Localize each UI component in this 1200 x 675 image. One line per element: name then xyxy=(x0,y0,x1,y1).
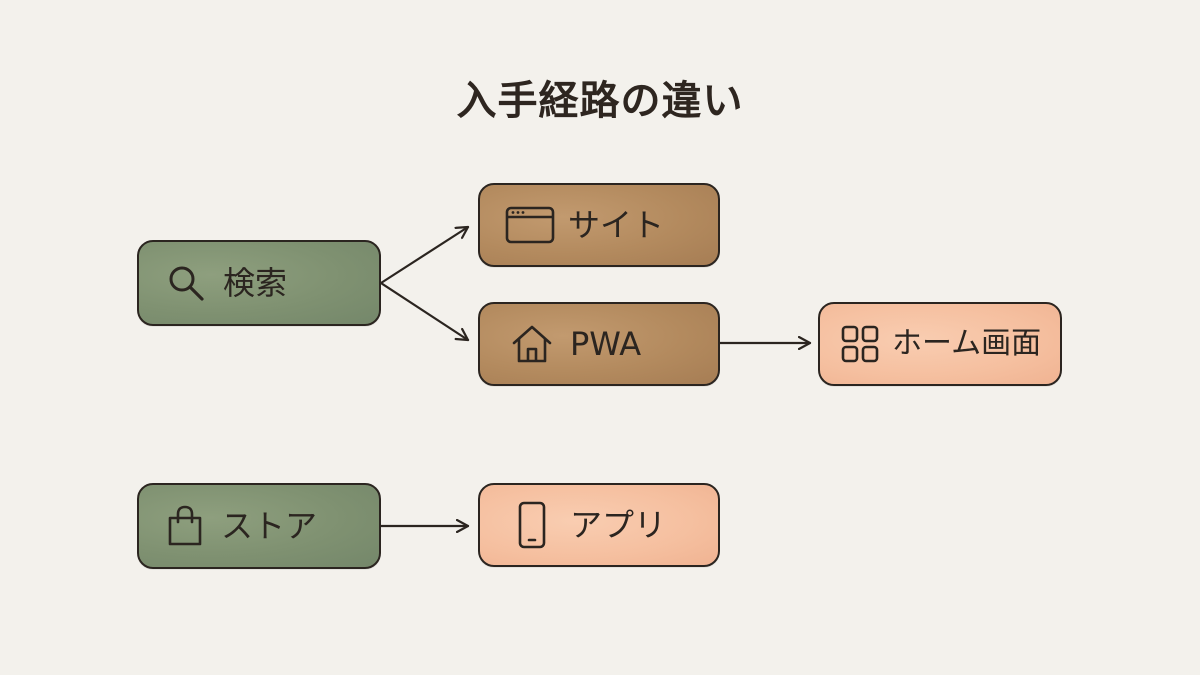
node-site: サイト xyxy=(478,183,720,267)
arrow-search-to-pwa xyxy=(379,281,470,342)
node-store: ストア xyxy=(137,483,381,569)
node-app: アプリ xyxy=(478,483,720,567)
node-home-screen-label: ホーム画面 xyxy=(892,326,1042,361)
node-pwa: PWA xyxy=(478,302,720,386)
node-search-label: 検索 xyxy=(223,264,288,302)
diagram-title: 入手経路の違い xyxy=(456,78,744,124)
node-app-label: アプリ xyxy=(570,506,667,544)
node-home-screen: ホーム画面 xyxy=(818,302,1062,386)
search-icon xyxy=(163,263,209,303)
home-icon xyxy=(508,323,556,365)
smartphone-icon xyxy=(516,501,548,549)
node-store-label: ストア xyxy=(221,507,318,545)
arrow-search-to-site xyxy=(379,225,470,285)
browser-window-icon xyxy=(504,205,556,245)
node-site-label: サイト xyxy=(568,206,665,244)
shopping-bag-icon xyxy=(163,504,207,548)
app-grid-icon xyxy=(838,324,882,364)
node-pwa-label: PWA xyxy=(570,325,642,363)
node-search: 検索 xyxy=(137,240,381,326)
